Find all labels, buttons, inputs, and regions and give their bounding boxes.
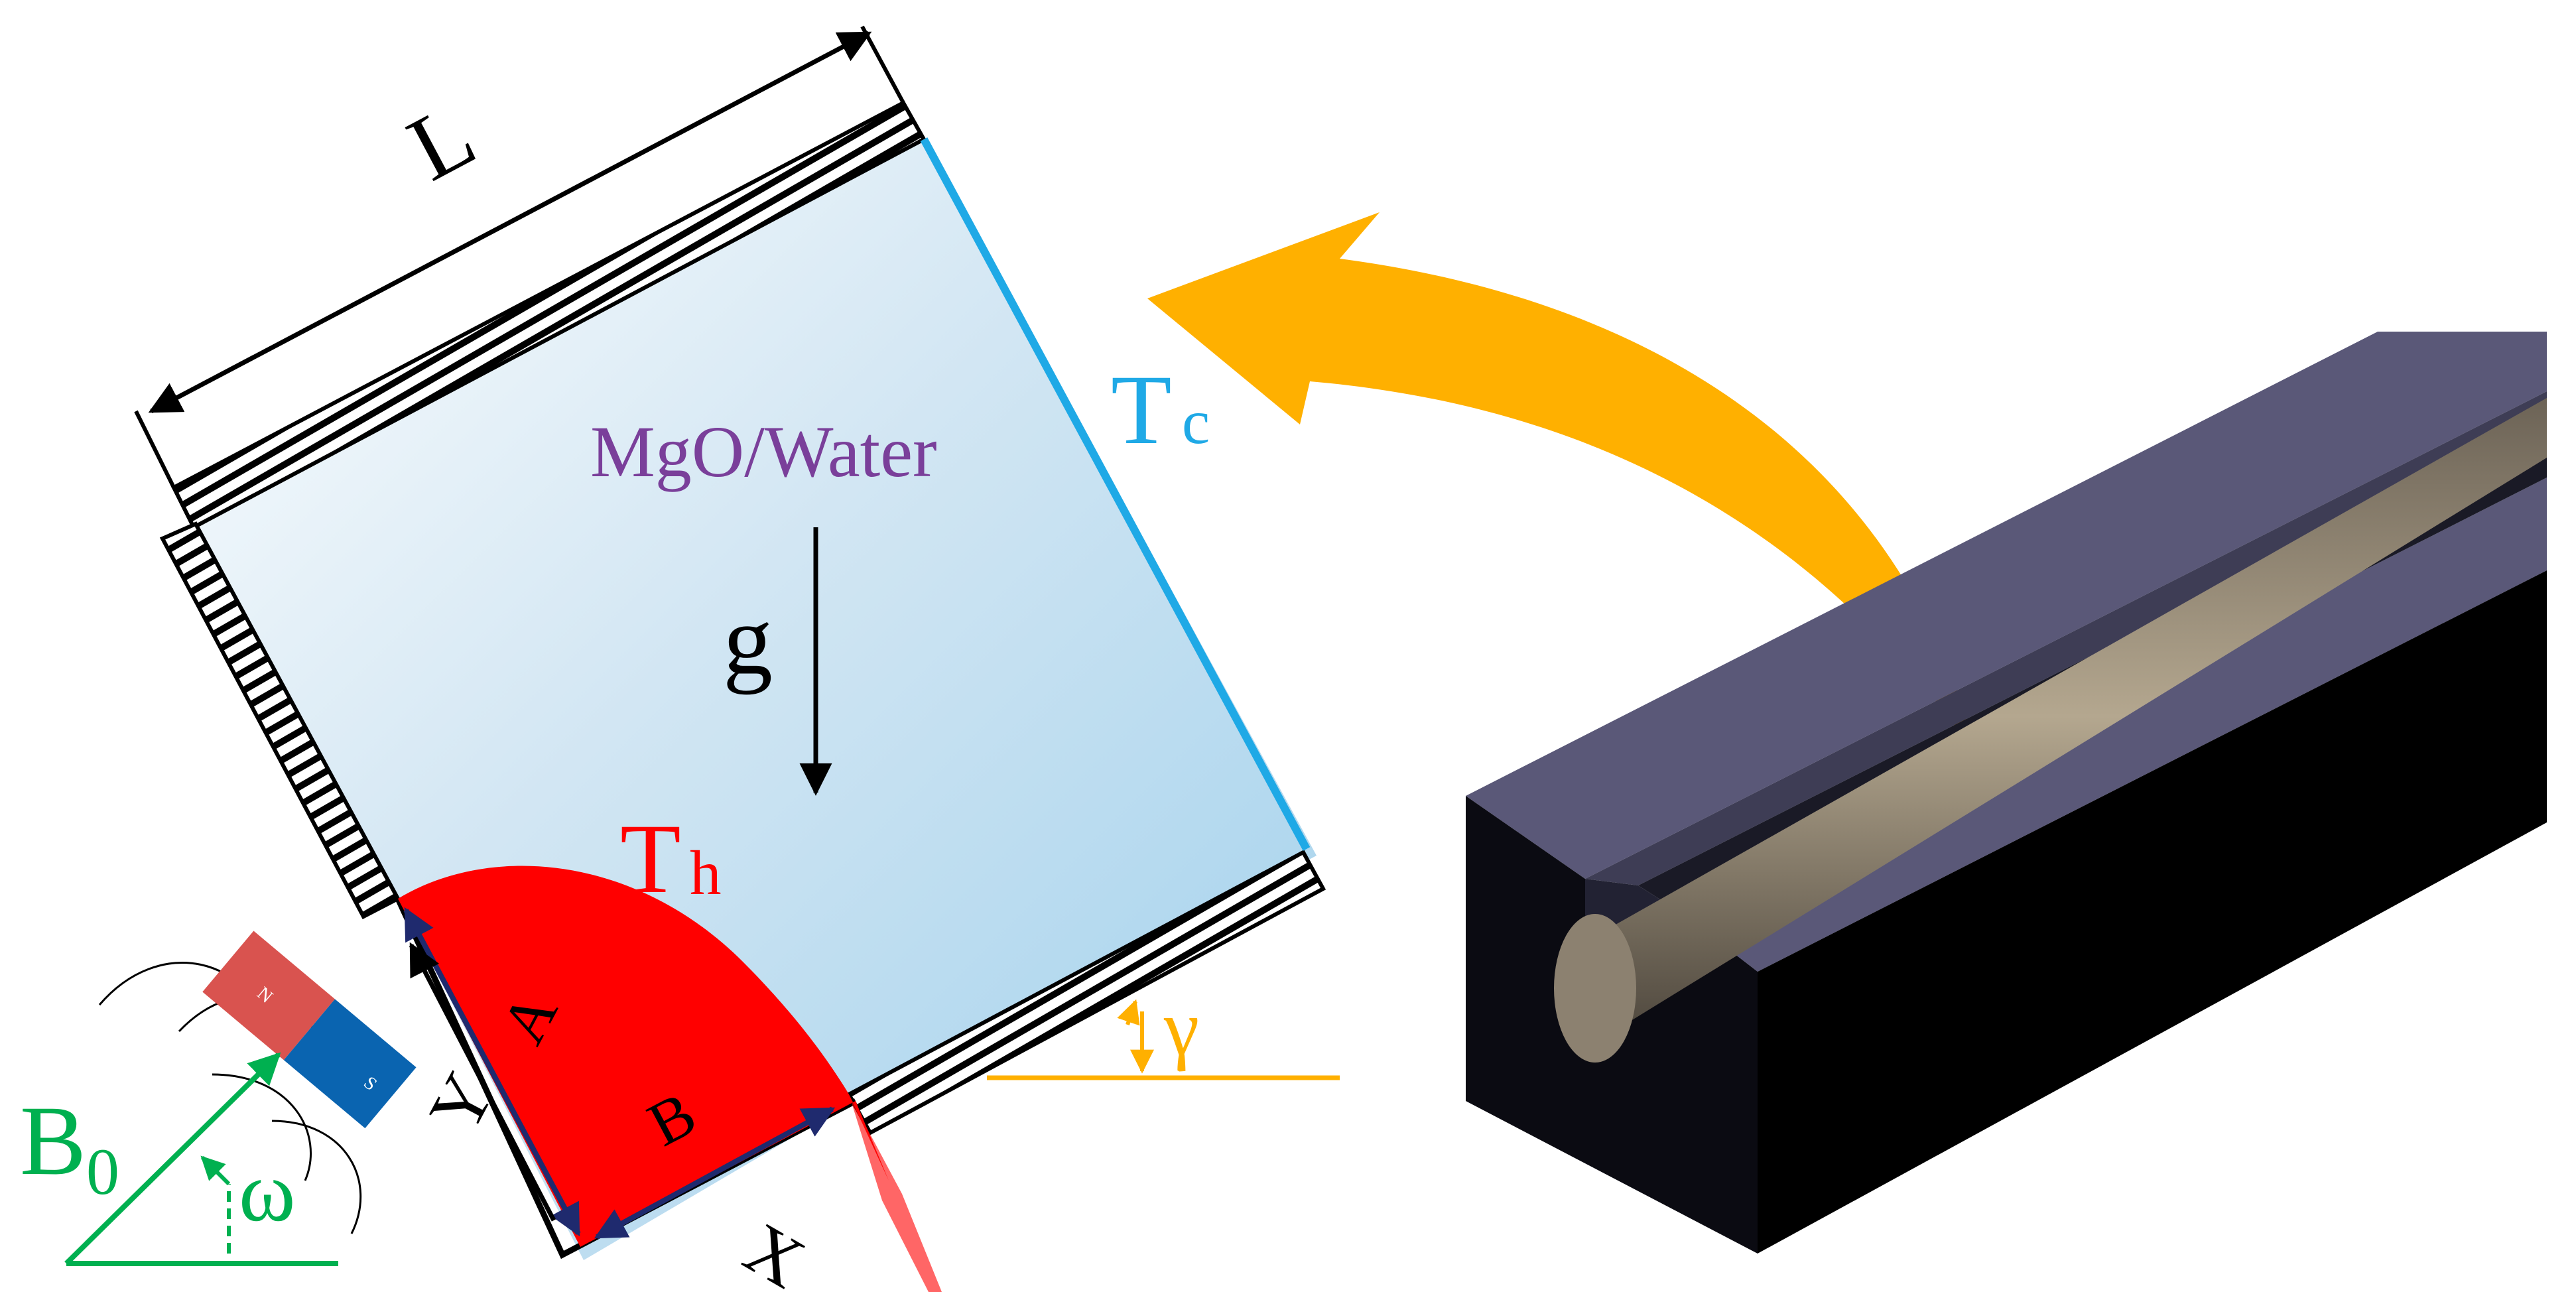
field-vector <box>64 1052 281 1265</box>
fluid-label: MgO/Water <box>590 411 937 492</box>
field-symbol: B <box>20 1086 86 1196</box>
length-label: L <box>393 83 491 200</box>
field-loop-4 <box>271 1120 362 1234</box>
channel-block-3d <box>1466 332 2547 1254</box>
block-side-face <box>1758 570 2547 1254</box>
block-groove-top <box>1585 391 2547 885</box>
field-subscript: 0 <box>86 1135 119 1208</box>
cold-wall-label: T c <box>1111 355 1210 465</box>
length-dimension <box>148 31 872 414</box>
zoom-arrow <box>1147 212 1976 756</box>
cold-temp-subscript: c <box>1182 387 1210 457</box>
block-top-left <box>1466 332 2547 879</box>
y-axis-arrow <box>409 942 556 1222</box>
hot-temp-symbol: T <box>620 804 681 914</box>
heated-tail <box>849 1094 942 1292</box>
magnet-south-pole <box>283 999 417 1129</box>
length-ext-right <box>860 25 905 104</box>
hot-wall-label: T h <box>620 804 722 914</box>
magnetic-field-indicator: N S B 0 ω <box>20 931 417 1266</box>
field-label: B 0 <box>20 1086 119 1208</box>
bar-magnet: N S <box>202 931 417 1129</box>
gravity-label: g <box>723 585 773 695</box>
tilt-angle-arrow-top <box>1117 999 1140 1026</box>
axis-x-label: X <box>732 1207 818 1292</box>
rod-body <box>1585 398 2547 1035</box>
field-angle-label: ω <box>239 1144 296 1240</box>
field-loop-3 <box>212 1073 312 1181</box>
cold-temp-symbol: T <box>1111 355 1172 465</box>
cavity <box>134 25 1340 1292</box>
tilt-angle-label: γ <box>1163 984 1199 1072</box>
cold-wall <box>920 137 1311 851</box>
field-angle-arrow-top <box>200 1155 231 1186</box>
length-ext-left <box>134 410 176 489</box>
rod-end-cap <box>1554 914 1636 1063</box>
hot-temp-subscript: h <box>690 838 722 908</box>
magnet-north-pole <box>202 931 335 1061</box>
dimension-b-arrow <box>594 1106 836 1240</box>
